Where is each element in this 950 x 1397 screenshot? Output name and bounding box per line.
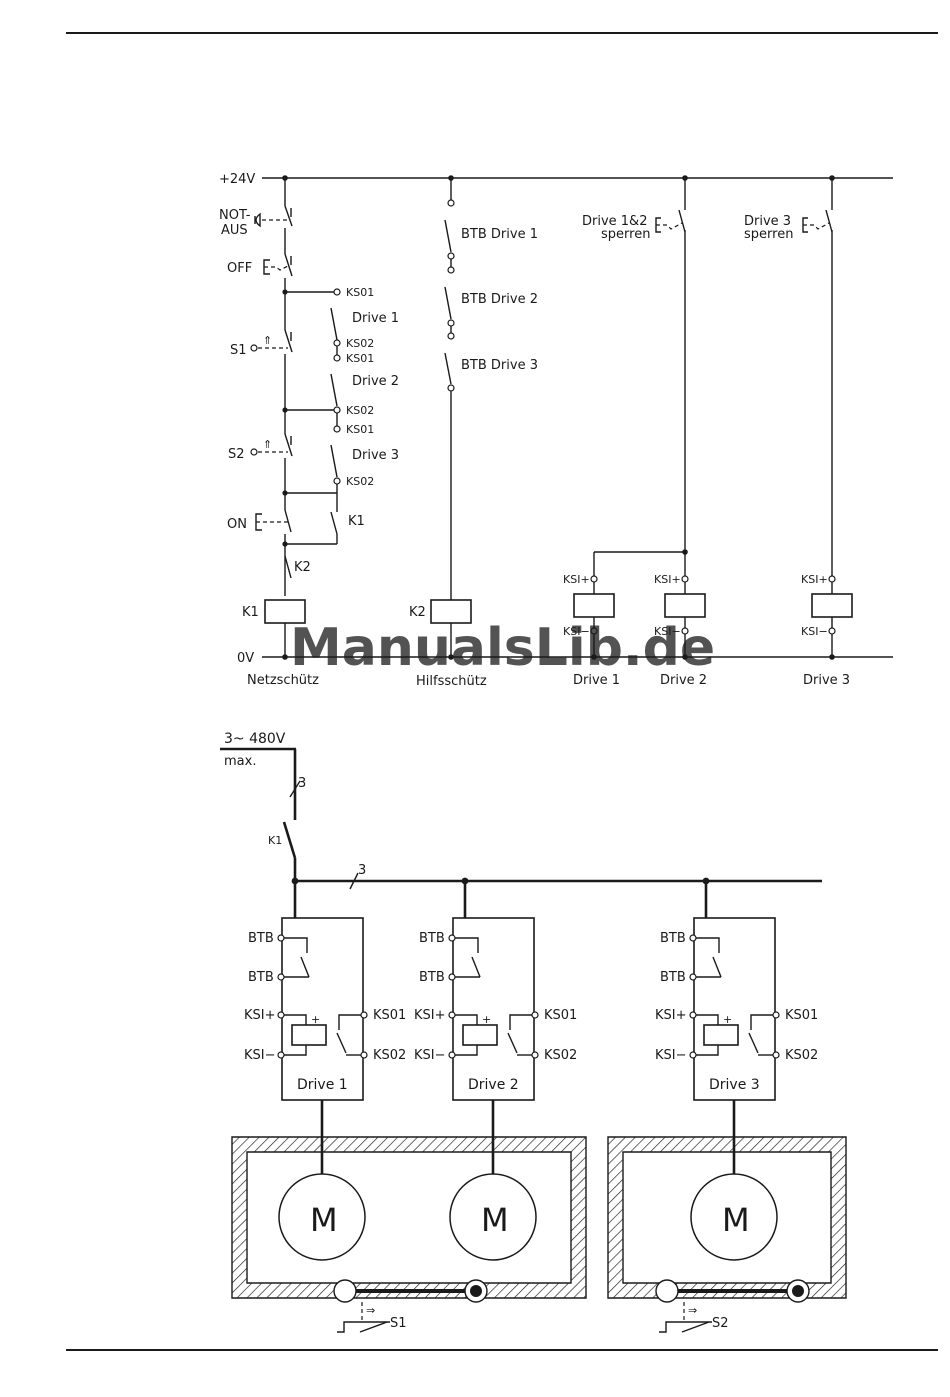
svg-text:KSI+: KSI+ [654,573,681,586]
label-btb3: BTB Drive 3 [461,358,538,373]
label-btb1: BTB Drive 1 [461,227,538,242]
label-lock3-2: sperren [744,227,793,242]
svg-text:⇑: ⇑ [263,438,272,451]
label-drive1-coil: Drive 1 [573,673,620,688]
label-btb2: BTB Drive 2 [461,292,538,307]
label-s1-power: S1 [390,1316,407,1331]
drive-label-3: Drive 3 [709,1077,760,1093]
control-schematic: +24V 0V NOT- AUS OFF [219,172,893,689]
drive-label-2: Drive 2 [468,1077,519,1093]
svg-text:BTB: BTB [419,931,445,946]
svg-text:KSI+: KSI+ [801,573,828,586]
svg-text:+: + [482,1013,491,1026]
label-aux-contactor: Hilfsschütz [416,674,487,689]
label-k1-main: K1 [268,834,282,847]
svg-text:KSI−: KSI− [655,1048,687,1063]
label-24v: +24V [219,172,255,187]
enclosure-left: M M [231,1136,587,1303]
svg-text:+: + [723,1013,732,1026]
label-drive1-contact: Drive 1 [352,311,399,326]
watermark: ManualsLib.de [290,618,715,678]
door-switch-s1: ⇒ S1 [337,1302,407,1333]
door-switch-s2: ⇒ S2 [659,1302,729,1333]
motor-3: M [722,1201,750,1239]
svg-text:KSI−: KSI− [414,1048,446,1063]
svg-text:KS01: KS01 [373,1008,406,1023]
svg-text:⇑: ⇑ [263,334,272,347]
label-drive2-coil: Drive 2 [660,673,707,688]
label-drive3-contact: Drive 3 [352,448,399,463]
label-phases-bus: 3 [358,863,366,878]
svg-text:KS02: KS02 [346,337,374,350]
svg-text:BTB: BTB [248,970,274,985]
power-diagram: 3~ 480V max. 3 K1 3 BTB BTB KSI+ [220,731,847,1333]
svg-text:KS01: KS01 [346,286,374,299]
label-s2-power: S2 [712,1316,729,1331]
label-k1-coil: K1 [242,605,259,620]
svg-text:BTB: BTB [660,970,686,985]
label-k2-coil: K2 [409,605,426,620]
drive-block-1: BTB BTB KSI+ + KSI− KS01 KS02 Drive 1 [244,917,406,1174]
enclosure-right: M [607,1136,847,1303]
svg-text:KSI−: KSI− [801,625,828,638]
label-emergency-stop-2: AUS [221,223,248,238]
label-emergency-stop-1: NOT- [219,208,251,223]
svg-text:⇒: ⇒ [688,1304,697,1317]
svg-text:KSI+: KSI+ [414,1008,446,1023]
label-supply: 3~ 480V [224,731,286,747]
svg-text:KSI−: KSI− [654,625,681,638]
label-k2-contact: K2 [294,560,311,575]
drive-label-1: Drive 1 [297,1077,348,1093]
label-drive2-contact: Drive 2 [352,374,399,389]
svg-text:+: + [311,1013,320,1026]
svg-text:KSI+: KSI+ [244,1008,276,1023]
svg-text:KS01: KS01 [785,1008,818,1023]
svg-text:KSI+: KSI+ [563,573,590,586]
label-supply-max: max. [224,754,256,769]
svg-text:BTB: BTB [248,931,274,946]
label-lock12-2: sperren [601,227,650,242]
drive-block-3: BTB BTB KSI+ + KSI− KS01 KS02 Drive 3 [655,917,818,1174]
label-main-contactor: Netzschütz [247,673,319,688]
svg-text:KS01: KS01 [346,423,374,436]
label-s2: S2 [228,447,245,462]
svg-text:KS02: KS02 [785,1048,818,1063]
label-drive3-coil: Drive 3 [803,673,850,688]
svg-text:KSI+: KSI+ [655,1008,687,1023]
svg-text:KS02: KS02 [373,1048,406,1063]
label-off: OFF [227,261,252,276]
svg-text:KS02: KS02 [544,1048,577,1063]
svg-text:KSI−: KSI− [563,625,590,638]
label-on: ON [227,517,247,532]
svg-text:BTB: BTB [660,931,686,946]
label-phases-top: 3 [298,776,306,791]
label-lock12-1: Drive 1&2 [582,214,647,229]
label-s1: S1 [230,343,247,358]
svg-text:BTB: BTB [419,970,445,985]
label-lock3-1: Drive 3 [744,214,791,229]
drive-block-2: BTB BTB KSI+ + KSI− KS01 KS02 Drive 2 [414,917,577,1174]
svg-text:KS01: KS01 [346,352,374,365]
motor-1: M [310,1201,338,1239]
label-k1-contact: K1 [348,514,365,529]
svg-text:KS01: KS01 [544,1008,577,1023]
svg-text:KSI−: KSI− [244,1048,276,1063]
svg-text:KS02: KS02 [346,404,374,417]
motor-2: M [481,1201,509,1239]
svg-text:KS02: KS02 [346,475,374,488]
label-0v: 0V [237,651,254,666]
svg-text:⇒: ⇒ [366,1304,375,1317]
